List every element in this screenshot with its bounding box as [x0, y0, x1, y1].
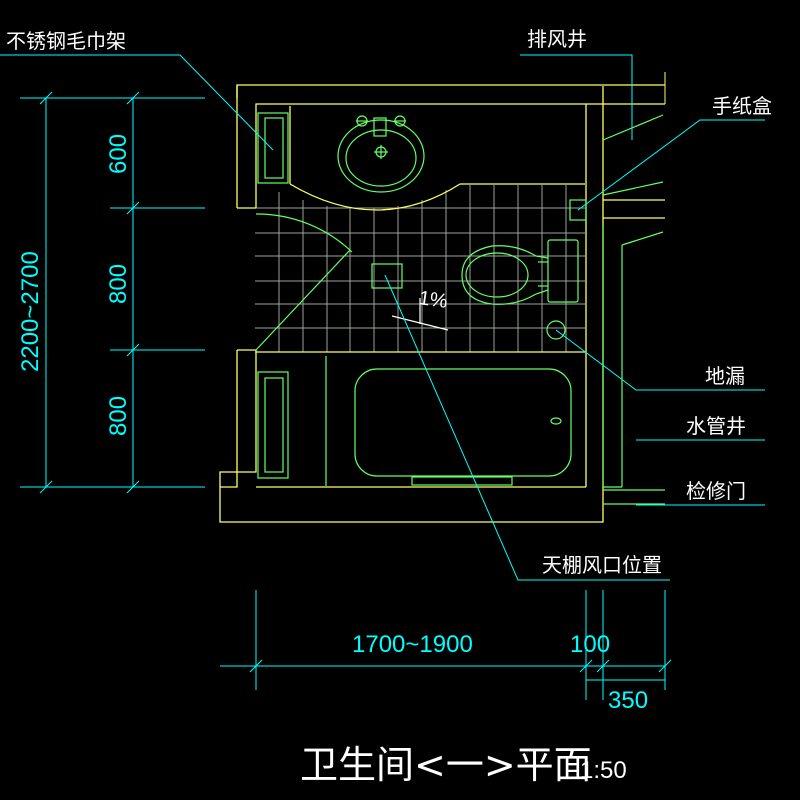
bottom-dimension-lines [220, 590, 672, 700]
ceiling-vent-icon [371, 263, 403, 289]
drawing-scale: 1:50 [580, 757, 627, 784]
access-door-symbol [603, 489, 665, 505]
label-towel-rack: 不锈钢毛巾架 [6, 29, 126, 53]
exhaust-shaft-marks [602, 114, 664, 196]
slope-label: 1% [417, 287, 449, 313]
floor-drain-icon [546, 320, 566, 340]
shaft-partition [602, 225, 664, 488]
dim-seg-top: 600 [105, 134, 132, 174]
label-tissue-box: 手纸盒 [712, 94, 772, 118]
leader-lines [0, 54, 765, 581]
label-ceiling-vent: 天棚风口位置 [542, 553, 662, 577]
walls [219, 84, 665, 523]
dim-total-height: 2200~2700 [17, 251, 44, 372]
vanity-counter [289, 106, 585, 211]
label-pipe-shaft: 水管井 [686, 414, 746, 438]
toilet [461, 239, 579, 305]
left-dimension-lines [20, 91, 205, 494]
towel-rack-bottom [257, 371, 289, 479]
dim-seg-mid: 800 [105, 264, 132, 304]
label-floor-drain: 地漏 [705, 364, 745, 388]
drawing-title: 卫生间<一>平面 [300, 743, 592, 787]
bathtub [325, 356, 572, 486]
washbasin [337, 115, 425, 193]
tissue-box [569, 199, 587, 221]
floor-slope-mark [391, 298, 449, 331]
dim-width-wall: 100 [570, 631, 610, 658]
dim-seg-bottom: 800 [105, 396, 132, 436]
dim-width-main: 1700~1900 [352, 631, 473, 658]
entrance-door [255, 213, 353, 351]
dim-width-shaft: 350 [608, 687, 648, 714]
floor-tile-grid [255, 185, 585, 353]
label-access-door: 检修门 [686, 479, 746, 503]
towel-rack-top [257, 112, 289, 184]
label-exhaust-shaft: 排风井 [527, 27, 587, 51]
